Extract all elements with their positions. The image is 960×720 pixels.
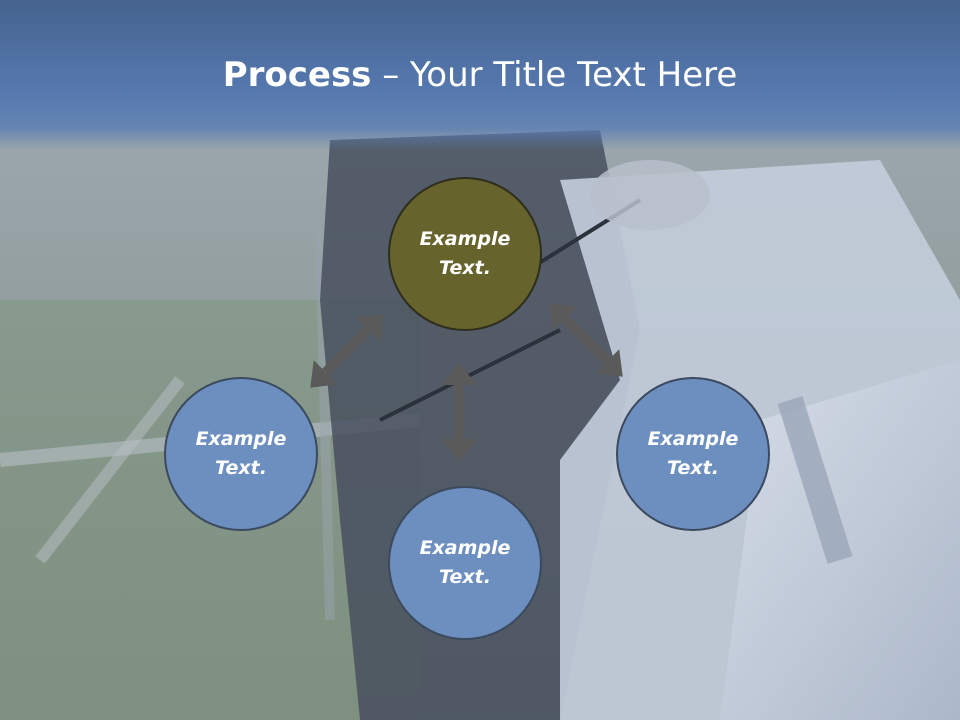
title-rest: – Your Title Text Here [371, 55, 738, 95]
process-node-right: Example Text. [616, 377, 770, 531]
slide-title: Process – Your Title Text Here [0, 54, 960, 96]
double-arrow-top-right [549, 303, 623, 377]
process-node-bottom: Example Text. [388, 486, 542, 640]
node-label: Example Text. [647, 428, 739, 479]
title-bold-word: Process [222, 55, 372, 95]
title-bar: Process – Your Title Text Here [0, 0, 960, 150]
double-arrow-top-left [310, 314, 384, 388]
process-node-top: Example Text. [388, 177, 542, 331]
node-label: Example Text. [195, 428, 287, 479]
process-node-left: Example Text. [164, 377, 318, 531]
double-arrow-vertical [441, 363, 477, 461]
node-label: Example Text. [419, 537, 511, 588]
node-label: Example Text. [419, 228, 511, 279]
